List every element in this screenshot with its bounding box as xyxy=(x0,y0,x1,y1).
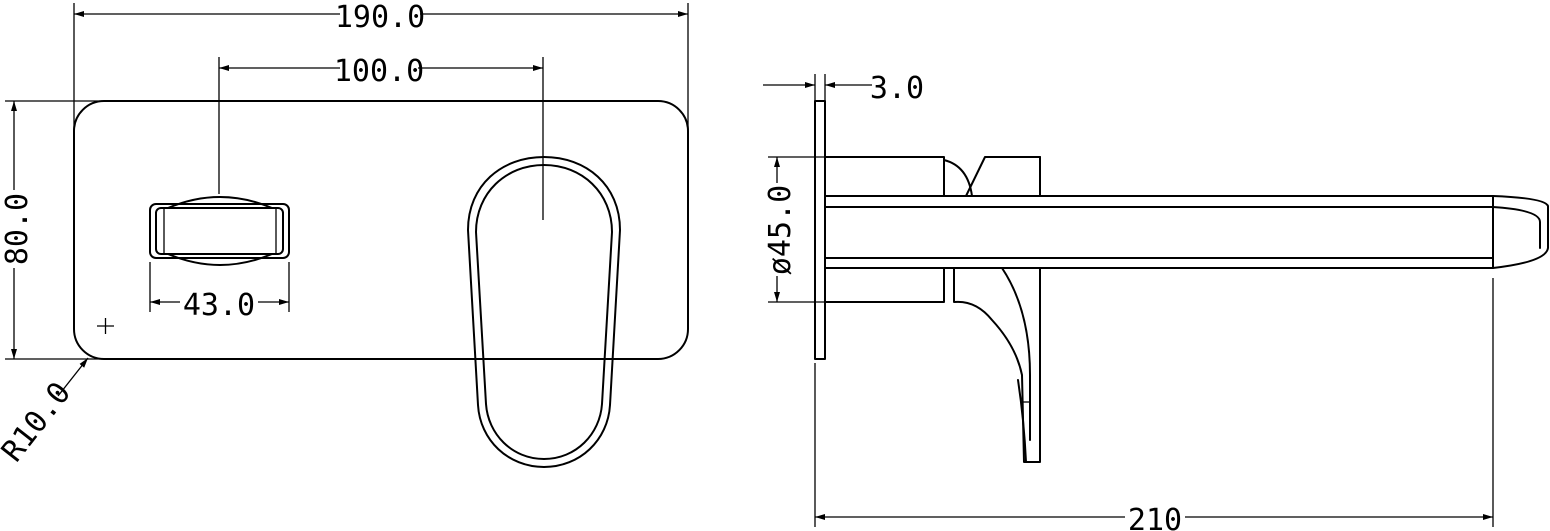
plate-thickness-dimension: 3.0 xyxy=(763,71,924,106)
height-dimension-label: 80.0 xyxy=(0,193,35,265)
projection-label: 210 xyxy=(1128,503,1182,531)
corner-radius-label: R10.0 xyxy=(0,376,78,469)
mixer-lever xyxy=(467,156,621,468)
diverter-width-dimension: 43.0 xyxy=(149,262,290,323)
diverter-width-label: 43.0 xyxy=(183,288,255,323)
body-diameter-label: ø45.0 xyxy=(763,185,798,275)
side-view: 3.0 ø45.0 210 xyxy=(763,71,1549,531)
origin-cross xyxy=(97,318,114,334)
side-body xyxy=(824,156,945,303)
center-distance-label: 100.0 xyxy=(334,54,424,89)
height-dimension: 80.0 xyxy=(0,100,100,360)
front-view: 190.0 100.0 80.0 43.0 xyxy=(0,0,689,469)
center-distance-dimension: 100.0 xyxy=(218,54,544,220)
diverter-knob xyxy=(149,196,290,266)
projection-dimension: 210 xyxy=(814,278,1494,531)
body-diameter-dimension: ø45.0 xyxy=(763,156,825,303)
plate-thickness-label: 3.0 xyxy=(870,71,924,106)
width-dimension: 190.0 xyxy=(73,0,689,130)
side-lever xyxy=(943,156,1041,463)
side-spout xyxy=(824,195,1549,269)
width-dimension-label: 190.0 xyxy=(335,0,425,35)
wall-plate-outline xyxy=(73,100,689,360)
corner-radius-dimension: R10.0 xyxy=(0,357,89,469)
side-wall-plate xyxy=(814,100,826,360)
